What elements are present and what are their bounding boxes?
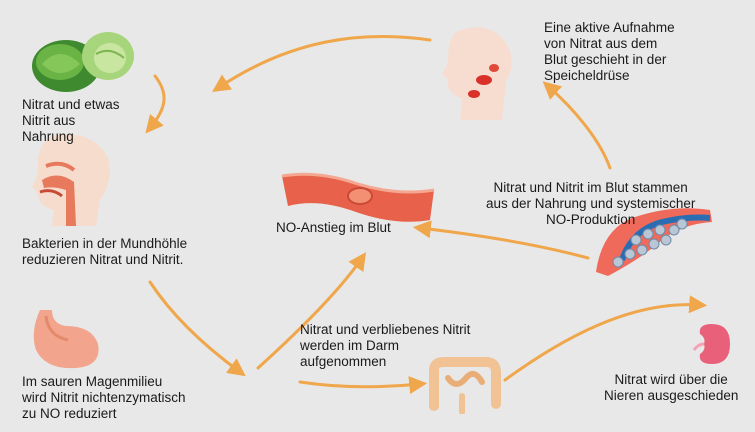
label-intestinal-absorption: Nitrat und verbliebenes Nitrit werden im… — [300, 322, 470, 370]
arrow-saliva-to-top — [218, 36, 430, 88]
label-no-increase-blood: NO-Anstieg im Blut — [276, 220, 391, 236]
arrow-food-to-mouth — [150, 76, 164, 128]
arrow-intestine-to-kidney — [505, 305, 700, 380]
label-salivary-uptake: Eine aktive Aufnahme von Nitrat aus dem … — [544, 20, 675, 84]
arrow-vessel-to-saliva — [548, 86, 610, 168]
stomach-illustration — [22, 306, 104, 372]
arrow-systemic-to-blood — [420, 228, 588, 258]
arrow-mouth-to-stomach — [150, 282, 240, 372]
vegetables-illustration — [28, 24, 138, 96]
label-oral-bacteria: Bakterien in der Mundhöhle reduzieren Ni… — [22, 236, 187, 268]
label-systemic-origin: Nitrat und Nitrit im Blut stammen aus de… — [486, 180, 695, 228]
label-food-source: Nitrat und etwas Nitrit aus Nahrung — [22, 97, 120, 145]
label-stomach-reduction: Im sauren Magenmilieu wird Nitrit nichte… — [22, 374, 186, 422]
head-salivary-gland-illustration — [436, 22, 528, 122]
arrow-stomach-to-intestine — [300, 382, 420, 387]
kidney-illustration — [692, 320, 734, 368]
label-kidney-excretion: Nitrat wird über die Nieren ausgeschiede… — [604, 372, 738, 404]
